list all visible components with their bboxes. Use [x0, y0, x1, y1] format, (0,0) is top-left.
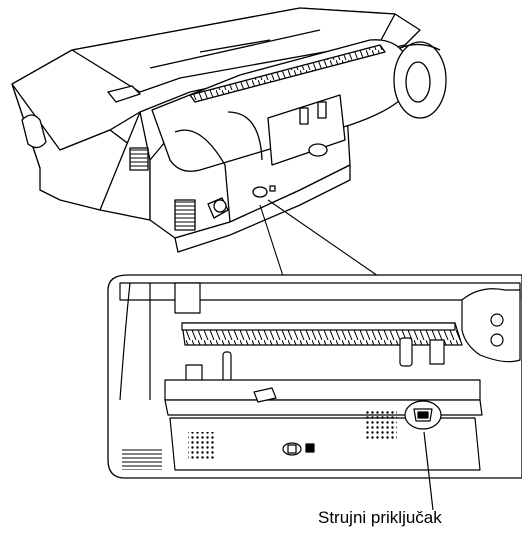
- callout-leader: [423, 431, 434, 511]
- zoom-detail: [107, 274, 522, 479]
- printer-overview: [11, 7, 447, 253]
- zoom-leader-lines: [259, 199, 379, 277]
- callout-label-power-inlet: Strujni priključak: [318, 508, 442, 527]
